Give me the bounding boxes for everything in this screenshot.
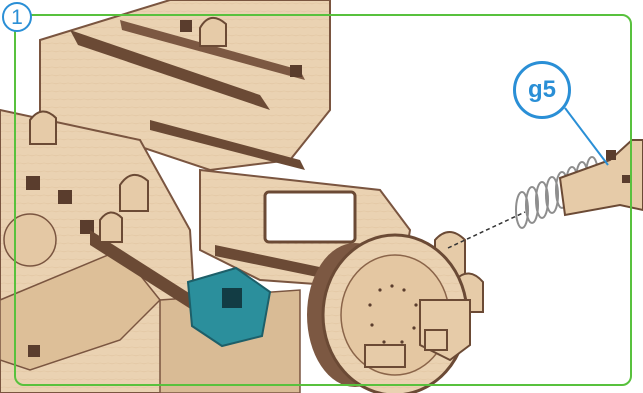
step-number-badge: 1 (2, 2, 32, 32)
part-callout-badge: g5 (513, 61, 571, 119)
